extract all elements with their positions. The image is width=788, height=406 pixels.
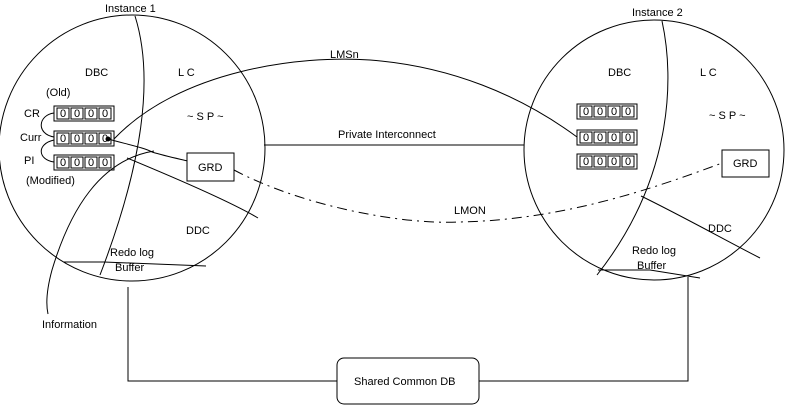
cell (593, 155, 607, 168)
instance2-redo-divider (598, 269, 701, 279)
cell (607, 105, 621, 118)
instance1-circle (0, 14, 266, 282)
instance2-block-row-1: 0 0 0 0 (576, 103, 638, 120)
instance1-block-row-pi: 0 0 0 0 (53, 154, 115, 171)
instance2-block-row-2: 0 0 0 0 (576, 129, 638, 146)
cell (56, 107, 70, 120)
instance2-circle (523, 19, 785, 281)
cell (579, 155, 593, 168)
cell-value: 0 (611, 132, 617, 144)
cell (98, 132, 112, 145)
cell-value: 0 (74, 157, 80, 169)
instance1-cr-label: CR (24, 108, 40, 120)
cell-value: 0 (74, 133, 80, 145)
cell (593, 105, 607, 118)
cell-value: 0 (597, 156, 603, 168)
cell (84, 132, 98, 145)
cell (56, 156, 70, 169)
cell-value: 0 (625, 132, 631, 144)
cr-curr-connector (40, 112, 55, 138)
cell-value: 0 (102, 133, 108, 145)
cell-value: 0 (74, 108, 80, 120)
instance2-divider-curve (596, 20, 669, 276)
cell (84, 107, 98, 120)
instance2-grd-box (721, 149, 770, 178)
cell (621, 105, 635, 118)
instance1-divider-curve (99, 15, 145, 276)
instance2-dbc-label: DBC (608, 67, 631, 79)
curr-pi-connector (40, 139, 55, 163)
information-callout-line (46, 150, 155, 315)
instance1-ddc-divider (126, 157, 259, 219)
cell (593, 131, 607, 144)
cell (56, 132, 70, 145)
instance1-old-label: (Old) (46, 87, 70, 99)
cell-value: 0 (625, 106, 631, 118)
instance2-sp-label: ~ S P ~ (709, 110, 746, 122)
cell-value: 0 (597, 106, 603, 118)
instance1-dbc-label: DBC (85, 67, 108, 79)
curr-to-grd-pointer (107, 138, 189, 162)
instance1-block-row-cr: 0 0 0 0 (53, 105, 115, 122)
instance2-redo-label-line1: Redo log (632, 245, 676, 257)
instance1-grd-label: GRD (198, 162, 223, 174)
shared-db-label: Shared Common DB (354, 376, 456, 388)
private-interconnect-label: Private Interconnect (338, 129, 436, 141)
cell-value: 0 (625, 156, 631, 168)
instance2-lc-label: L C (700, 67, 717, 79)
instance2-ddc-label: DDC (708, 223, 732, 235)
instance2-ddc-divider (640, 195, 761, 259)
instance1-ddc-label: DDC (186, 225, 210, 237)
cell-value: 0 (60, 157, 66, 169)
cell (98, 107, 112, 120)
instance1-title: Instance 1 (105, 3, 156, 15)
lmon-label: LMON (454, 205, 486, 217)
cell-value: 0 (88, 157, 94, 169)
cell (607, 155, 621, 168)
cell-value: 0 (611, 156, 617, 168)
cell-value: 0 (611, 106, 617, 118)
instance2-title: Instance 2 (632, 7, 683, 19)
instance1-curr-label: Curr (20, 132, 42, 144)
instance1-redo-divider (64, 261, 207, 267)
instance1-sp-label: ~ S P ~ (187, 111, 224, 123)
information-label: Information (42, 319, 97, 331)
cell-value: 0 (88, 108, 94, 120)
cell (70, 107, 84, 120)
instance1-grd-box (186, 152, 235, 182)
cell (84, 156, 98, 169)
cell (607, 131, 621, 144)
cell-value: 0 (583, 132, 589, 144)
instance1-block-row-curr: 0 0 0 0 (53, 130, 115, 147)
cell-value: 0 (597, 132, 603, 144)
cell-value: 0 (583, 106, 589, 118)
instance1-redo-label-line1: Redo log (110, 247, 154, 259)
shared-db-box (336, 357, 480, 405)
cell (579, 105, 593, 118)
cell (579, 131, 593, 144)
cell (70, 156, 84, 169)
cell-value: 0 (102, 108, 108, 120)
instance2-redo-label-line2: Buffer (637, 260, 666, 272)
cell-value: 0 (88, 133, 94, 145)
lmsn-link (113, 58, 578, 140)
cell-value: 0 (60, 108, 66, 120)
cell (98, 156, 112, 169)
lmsn-label: LMSn (330, 49, 359, 61)
cell (621, 131, 635, 144)
instance2-db-connector (479, 277, 689, 382)
cell (70, 132, 84, 145)
instance1-lc-label: L C (178, 67, 195, 79)
instance1-redo-label-line2: Buffer (115, 262, 144, 274)
instance1-modified-label: (Modified) (26, 175, 75, 187)
instance1-db-connector (127, 287, 337, 382)
cell-value: 0 (60, 133, 66, 145)
instance2-block-row-3: 0 0 0 0 (576, 153, 638, 170)
cell-value: 0 (102, 157, 108, 169)
cell (621, 155, 635, 168)
instance2-grd-label: GRD (733, 158, 758, 170)
instance1-pi-label: PI (24, 155, 34, 167)
cell-value: 0 (583, 156, 589, 168)
